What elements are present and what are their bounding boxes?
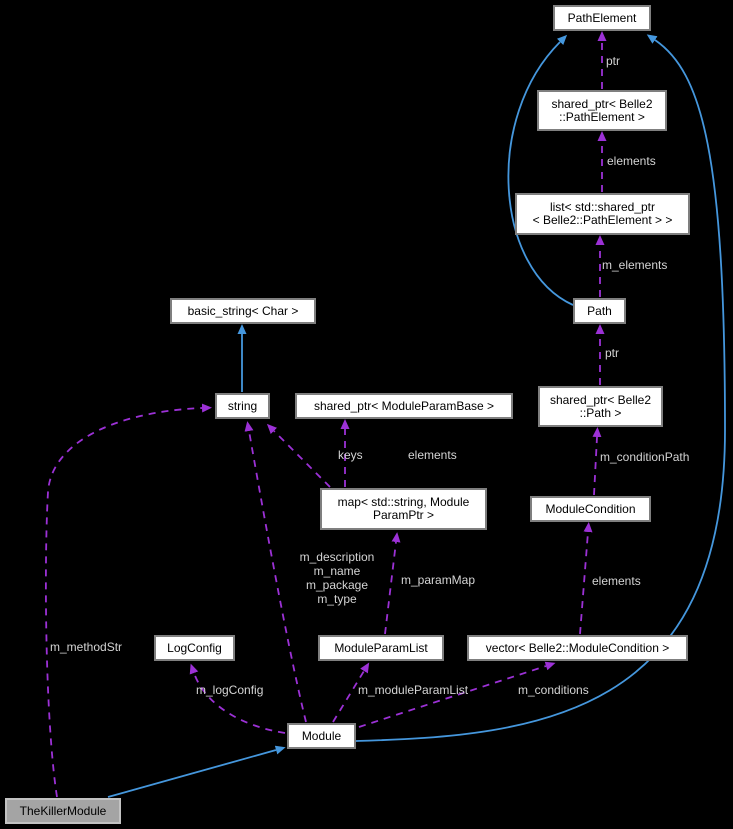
edge-usage-module-mpl bbox=[332, 662, 370, 723]
node-module-param-list[interactable]: ModuleParamList bbox=[318, 635, 444, 661]
edge-label-m-logconfig: m_logConfig bbox=[196, 683, 264, 697]
node-shared-ptr-moduleparambase[interactable]: shared_ptr< ModuleParamBase > bbox=[295, 393, 513, 419]
edge-label-keys: keys bbox=[338, 448, 363, 462]
edge-usage-module-string bbox=[244, 421, 307, 723]
edge-label-elements-vector: elements bbox=[592, 574, 641, 588]
node-module[interactable]: Module bbox=[287, 723, 356, 749]
edge-inherit-path-pathelement bbox=[507, 34, 574, 306]
node-vector-module-condition[interactable]: vector< Belle2::ModuleCondition > bbox=[467, 635, 688, 661]
edge-label-m-conditionpath: m_conditionPath bbox=[600, 450, 690, 464]
node-string[interactable]: string bbox=[215, 393, 270, 419]
edge-usage-mpl-map bbox=[384, 532, 401, 635]
edge-usage-vector-modcond bbox=[579, 522, 593, 635]
edge-label-m-moduleparamlist: m_moduleParamList bbox=[358, 683, 469, 697]
node-path[interactable]: Path bbox=[573, 298, 626, 324]
edge-usage-modcond-sptrpath bbox=[592, 427, 602, 496]
node-the-killer-module[interactable]: TheKillerModule bbox=[5, 798, 121, 824]
edge-label-ptr-pathelement: ptr bbox=[606, 54, 621, 68]
node-map-string-moduleparamptr[interactable]: map< std::string, Module ParamPtr > bbox=[320, 488, 487, 530]
node-list-shared-ptr-pathelement[interactable]: list< std::shared_ptr < Belle2::PathElem… bbox=[515, 193, 690, 235]
node-module-condition[interactable]: ModuleCondition bbox=[530, 496, 651, 522]
edge-usage-module-logconfig bbox=[189, 663, 286, 734]
edge-label-elements-map: elements bbox=[408, 448, 457, 462]
node-log-config[interactable]: LogConfig bbox=[154, 635, 235, 661]
edge-label-m-methodstr: m_methodStr bbox=[50, 640, 123, 654]
edge-label-ptr-path: ptr bbox=[605, 346, 620, 360]
node-shared-ptr-pathelement[interactable]: shared_ptr< Belle2 ::PathElement > bbox=[537, 90, 667, 131]
edge-label-elements-list: elements bbox=[607, 154, 656, 168]
edge-inherit-module-pathelement bbox=[355, 34, 726, 742]
node-basic-string-char[interactable]: basic_string< Char > bbox=[170, 298, 316, 324]
edge-label-m-conditions: m_conditions bbox=[518, 683, 589, 697]
node-shared-ptr-path[interactable]: shared_ptr< Belle2 ::Path > bbox=[538, 386, 663, 427]
node-pathelement[interactable]: PathElement bbox=[553, 5, 651, 31]
edge-label-m-parammap: m_paramMap bbox=[401, 573, 476, 587]
edge-label-module-string-members: m_description m_name m_package m_type bbox=[299, 550, 375, 606]
edge-usage-map-string-keys bbox=[266, 423, 331, 488]
edge-usage-module-vector bbox=[358, 661, 556, 728]
edge-inherit-killer-module bbox=[107, 745, 286, 798]
edge-label-m-elements: m_elements bbox=[602, 258, 668, 272]
edge-usage-killer-string bbox=[44, 403, 212, 798]
